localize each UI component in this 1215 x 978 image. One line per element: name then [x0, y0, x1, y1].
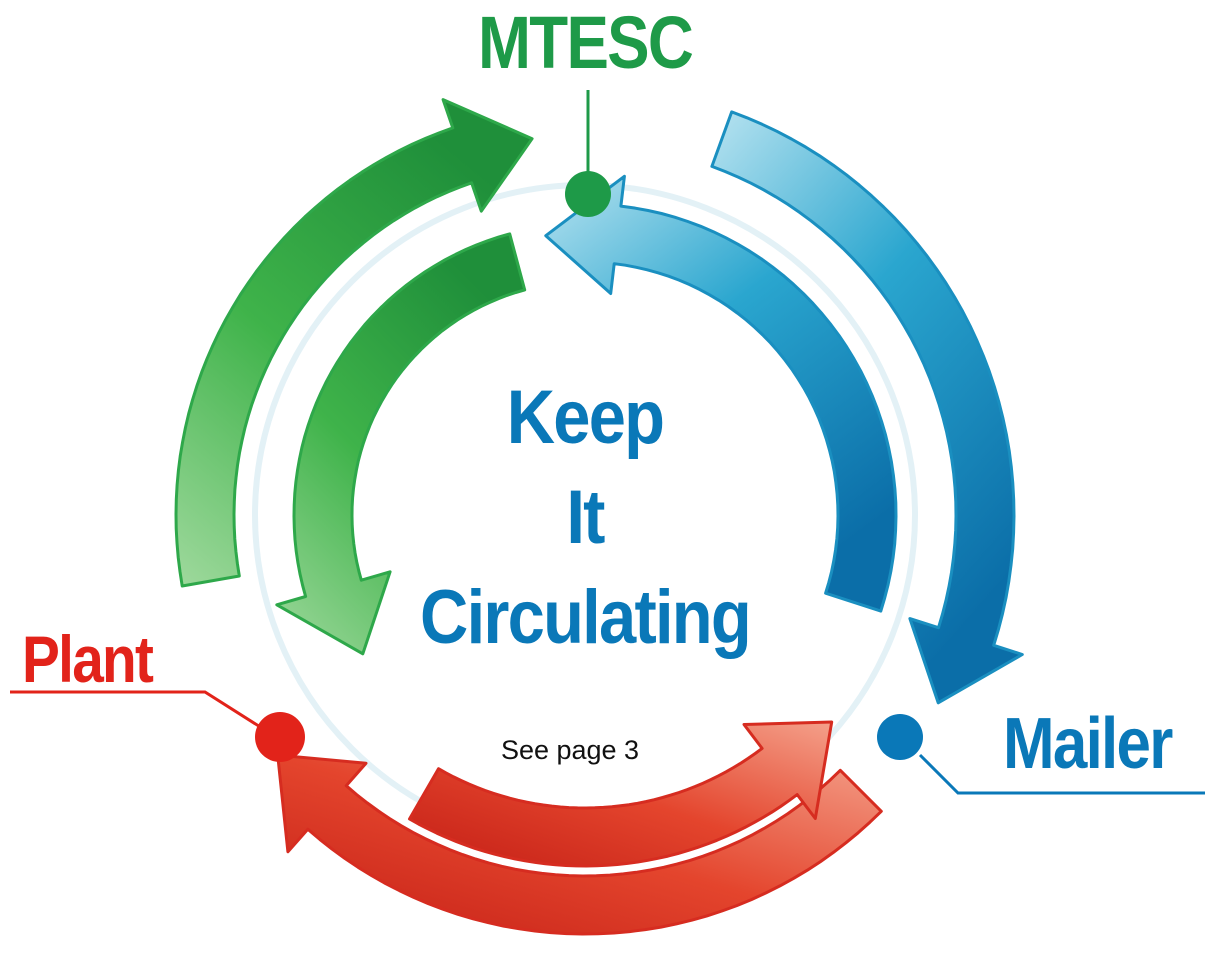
- center-title: Keep It Circulating: [370, 368, 800, 668]
- arrow-plant-to-mailer: [408, 720, 834, 868]
- arrow-plant-to-mtesc: [174, 98, 534, 588]
- center-title-line-2: It: [566, 475, 605, 560]
- plant-connector: [10, 690, 266, 732]
- mailer-connector: [918, 753, 1205, 795]
- arrow-mtesc-to-plant: [275, 232, 527, 656]
- mailer-label: Mailer: [1003, 704, 1173, 784]
- page-reference-note: See page 3: [500, 735, 640, 765]
- mtesc-label: MTESC: [478, 1, 694, 84]
- arrow-mailer-to-mtesc: [544, 174, 898, 613]
- plant-label: Plant: [22, 622, 154, 696]
- plant-node: [255, 712, 305, 762]
- arrow-mtesc-to-mailer: [710, 110, 1024, 705]
- center-title-line-1: Keep: [506, 375, 665, 460]
- center-title-line-3: Circulating: [420, 575, 752, 660]
- mailer-node: [877, 714, 923, 760]
- arrow-mailer-to-plant: [276, 753, 883, 936]
- mtesc-node: [565, 171, 611, 217]
